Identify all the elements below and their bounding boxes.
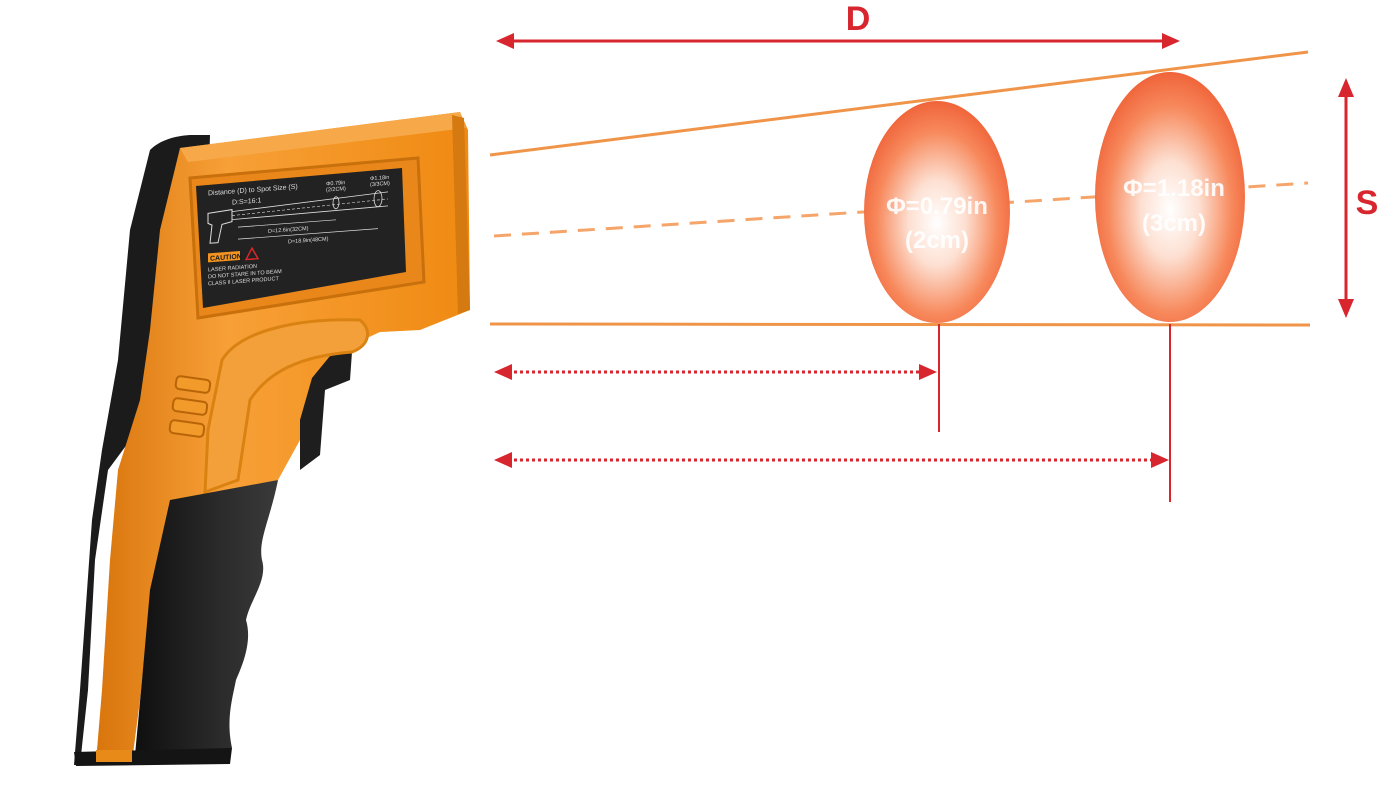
plate-beam-top xyxy=(231,191,389,212)
plate-dist2-label: D=18.9in(48CM) xyxy=(288,236,329,245)
plate-spot1-mark xyxy=(332,196,340,210)
plate-dist1-label: D=12.6in(32CM) xyxy=(268,226,309,235)
spot-size-arrow-bottom-head xyxy=(1338,299,1354,318)
distance-dimension: D xyxy=(496,0,1180,49)
spot-2-metric: (3cm) xyxy=(1142,210,1206,237)
plate-dist2-line xyxy=(238,228,378,240)
spot-1-diameter: Φ=0.79in xyxy=(886,193,988,220)
plate-spot2-mark xyxy=(373,190,383,208)
plate-spot1-diameter: Φ0.79in xyxy=(326,180,345,187)
plate-warning-line1: LASER RADIATION xyxy=(208,264,257,274)
trigger-guard xyxy=(300,352,352,470)
spot-1-distance-right-head xyxy=(919,364,937,380)
spot-size-label: S xyxy=(1356,184,1379,222)
distance-arrow-left-head xyxy=(496,33,514,49)
plate-ratio: D:S=16:1 xyxy=(232,197,261,206)
caution-box xyxy=(208,250,240,263)
base-orange-strip xyxy=(96,750,132,762)
spot-1-distance-left-head xyxy=(494,364,512,380)
spot-2-diameter: Φ=1.18in xyxy=(1123,175,1225,202)
spot-2-distance-right-head xyxy=(1151,452,1169,468)
spot-size-arrow-top-head xyxy=(1338,78,1354,97)
spot-2-ellipse xyxy=(1095,72,1245,322)
plate-spot2-diameter: Φ1.18in xyxy=(370,175,389,182)
beam-top-edge xyxy=(489,50,1309,157)
infrared-thermometer-device: Distance (D) to Spot Size (S) D:S=16:1 Φ… xyxy=(74,112,470,766)
distance-label: D xyxy=(846,0,871,38)
plate-spot2-metric: (3/3CM) xyxy=(370,181,390,188)
spot-distance-markers xyxy=(494,324,1171,502)
plate-beam-mid xyxy=(231,198,389,216)
plate-spot1-metric: (2/2CM) xyxy=(326,186,346,193)
rubber-grip xyxy=(135,480,278,755)
spot-2: Φ=1.18in (3cm) xyxy=(1095,72,1245,322)
laser-warning-icon xyxy=(244,246,260,261)
spot-1: Φ=0.79in (2cm) xyxy=(864,101,1010,323)
label-plate xyxy=(196,168,406,308)
spot-size-dimension: S xyxy=(1338,78,1378,318)
plate-warning-line2: DO NOT STARE IN TO BEAM xyxy=(208,269,282,281)
plate-beam-bottom xyxy=(231,205,389,220)
side-molding xyxy=(203,318,369,495)
beam-bottom-edge xyxy=(489,322,1311,327)
distance-arrow-right-head xyxy=(1162,33,1180,49)
device-muzzle xyxy=(452,115,470,314)
spot-2-distance-left-head xyxy=(494,452,512,468)
plate-warning-line3: CLASS II LASER PRODUCT xyxy=(208,276,279,287)
side-button-3[interactable] xyxy=(168,419,206,438)
caution-label: CAUTION xyxy=(210,253,242,262)
side-button-2[interactable] xyxy=(171,397,209,416)
label-plate-contents: Distance (D) to Spot Size (S) D:S=16:1 Φ… xyxy=(207,175,390,287)
plate-gun-icon xyxy=(207,209,233,244)
device-top-edge xyxy=(180,112,466,162)
spot-1-metric: (2cm) xyxy=(905,227,969,254)
plate-dist1-line xyxy=(238,219,336,228)
side-button-1[interactable] xyxy=(174,375,212,394)
spot-1-ellipse xyxy=(864,101,1010,323)
